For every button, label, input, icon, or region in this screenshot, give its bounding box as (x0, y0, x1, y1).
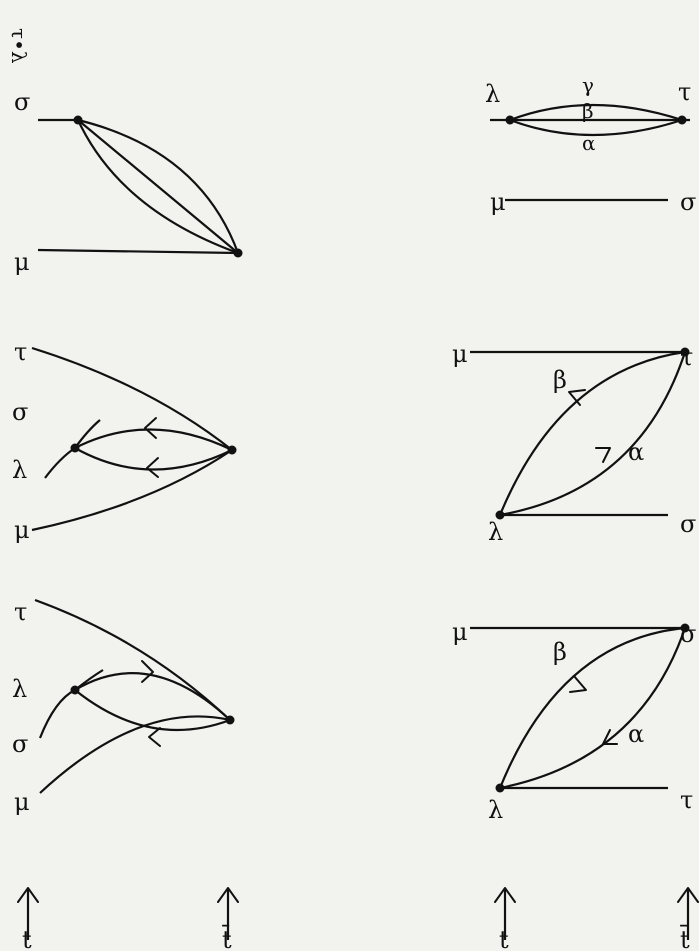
label-alpha: α (628, 438, 644, 466)
arrow-alpha (602, 729, 618, 745)
vertex-lambda (505, 115, 515, 125)
label-tau: τ (14, 338, 27, 366)
vertex-left (70, 443, 80, 453)
mu-line (37, 248, 239, 255)
lower-internal-line (74, 689, 231, 732)
beta-propagator (498, 626, 686, 789)
diagram-top-left: μ σ λ τ (12, 598, 235, 816)
label-alpha: α (628, 720, 644, 748)
label-lambda: λ (488, 796, 503, 824)
label-sigma: σ (14, 88, 30, 116)
label-alpha: α (582, 131, 596, 155)
label-lambda: λ (485, 80, 500, 108)
vertex-sigma (73, 115, 83, 125)
arrow-up-icon (677, 887, 699, 903)
arrow-alpha (595, 447, 611, 463)
label-mu: μ (452, 618, 468, 646)
vertex-left (70, 685, 80, 695)
alpha-propagator (499, 351, 687, 517)
label-sigma: σ (680, 620, 696, 648)
arrow-right-upper (141, 660, 154, 683)
vertex-tau (680, 347, 690, 357)
alpha-propagator (509, 118, 683, 137)
tau-propagator (34, 598, 231, 721)
label-lambda: λ (488, 518, 503, 546)
lower-internal-line (74, 447, 233, 471)
diagram-top-right: μ σ τ•λ (7, 28, 243, 276)
arrow-left-lower (146, 457, 159, 478)
arrow-up-icon (494, 887, 516, 903)
time-axis-top: t t̄ (17, 887, 239, 951)
vertex-right (227, 445, 237, 455)
label-mu: μ (490, 188, 506, 216)
upper-internal-line (74, 672, 231, 721)
label-beta: β (553, 366, 567, 394)
label-t: t (22, 926, 32, 951)
mu-propagator (31, 449, 233, 532)
label-lambda: λ (12, 456, 27, 484)
label-mu: μ (452, 340, 468, 368)
label-sigma: σ (12, 398, 28, 426)
label-mu: μ (14, 516, 30, 544)
label-tau: τ (680, 786, 693, 814)
upper-curve (77, 118, 240, 254)
arrow-up-icon (17, 887, 39, 903)
beta-propagator (498, 350, 686, 516)
time-axis-bottom: t t̄ (494, 887, 699, 951)
label-t-bar: t̄ (680, 925, 690, 951)
arrow-beta (568, 389, 586, 406)
diagram-bottom-left: τ λ μ σ β α (452, 618, 696, 824)
gamma-propagator (509, 103, 683, 122)
label-sigma: σ (680, 188, 696, 216)
vertex-tau (677, 115, 687, 125)
label-tau-lambda: τ•λ (7, 28, 31, 64)
lower-curve (77, 119, 239, 255)
vertex-lambda (495, 783, 505, 793)
alpha-propagator (499, 627, 687, 790)
label-tau: τ (14, 598, 27, 626)
straight-propagator (77, 119, 239, 254)
arrow-left-lower (148, 727, 161, 747)
label-beta: β (553, 638, 567, 666)
mu-propagator (39, 715, 231, 794)
label-beta: β (582, 99, 594, 123)
label-sigma: σ (680, 510, 696, 538)
label-tau: τ (678, 78, 691, 106)
diagram-bottom-right: μ σ λ τ α β γ (485, 73, 696, 216)
lambda-leg (44, 447, 76, 479)
diagram-bottom-middle: σ λ μ τ β α (452, 340, 696, 546)
sigma-leg (74, 419, 101, 449)
arrow-up-icon (217, 887, 239, 903)
diagram-top-middle: μ λ σ τ (12, 338, 237, 544)
label-sigma: σ (12, 730, 28, 758)
label-t-bar: t̄ (222, 925, 232, 951)
vertex-sigma (680, 623, 690, 633)
arrow-beta (569, 675, 587, 693)
label-gamma: γ (582, 73, 594, 97)
label-t: t (499, 926, 509, 951)
sigma-leg (38, 689, 76, 739)
vertex-lambda (495, 510, 505, 520)
label-mu: μ (14, 788, 30, 816)
label-lambda: λ (12, 675, 27, 703)
vertex-right (233, 248, 243, 258)
tau-propagator (31, 346, 233, 451)
vertex-right (225, 715, 235, 725)
upper-internal-line (74, 428, 233, 451)
label-tau: τ (680, 343, 693, 371)
arrow-left-upper (144, 417, 157, 439)
label-mu: μ (14, 248, 30, 276)
